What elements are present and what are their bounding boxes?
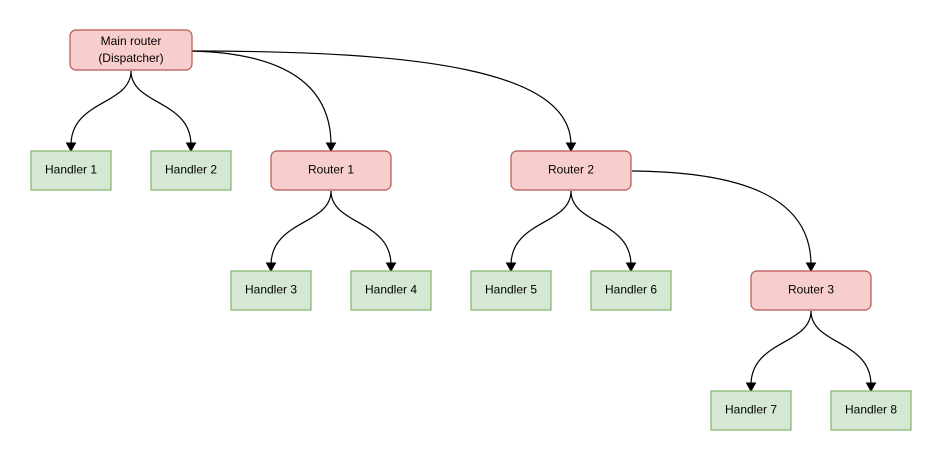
edge-line: [330, 190, 392, 266]
node-box[interactable]: [830, 390, 912, 431]
node-box[interactable]: [710, 390, 792, 431]
node-handler-6[interactable]: Handler 6: [590, 270, 672, 311]
edge-router-2-to-handler-6: [570, 190, 637, 273]
edge-main-to-handler-2: [130, 70, 197, 153]
edge-line: [510, 190, 572, 266]
edge-line: [191, 50, 572, 146]
edge-router-2-to-router-3: [631, 170, 817, 273]
edge-line: [191, 50, 332, 146]
edge-main-to-router-1: [191, 50, 337, 153]
edge-line: [270, 190, 332, 266]
node-router-1[interactable]: Router 1: [270, 150, 392, 191]
edge-main-to-router-2: [191, 50, 577, 153]
edge-router-3-to-handler-7: [745, 310, 812, 393]
edge-router-3-to-handler-8: [810, 310, 877, 393]
edge-line: [750, 310, 812, 386]
arrowhead-icon: [865, 382, 877, 393]
edge-line: [130, 70, 192, 146]
node-handler-5[interactable]: Handler 5: [470, 270, 552, 311]
node-box[interactable]: [590, 270, 672, 311]
node-handler-1[interactable]: Handler 1: [30, 150, 112, 191]
arrowhead-icon: [65, 142, 77, 153]
node-box[interactable]: [150, 150, 232, 191]
node-router-2[interactable]: Router 2: [510, 150, 632, 191]
node-box[interactable]: [470, 270, 552, 311]
edge-router-2-to-handler-5: [505, 190, 572, 273]
edge-main-to-handler-1: [65, 70, 132, 153]
node-handler-8[interactable]: Handler 8: [830, 390, 912, 431]
edge-router-1-to-handler-4: [330, 190, 397, 273]
edge-line: [631, 170, 812, 266]
node-handler-2[interactable]: Handler 2: [150, 150, 232, 191]
node-box[interactable]: [510, 150, 632, 191]
arrowhead-icon: [265, 262, 277, 273]
node-main-router[interactable]: Main router(Dispatcher): [69, 29, 193, 71]
node-box[interactable]: [350, 270, 432, 311]
edge-router-1-to-handler-3: [265, 190, 332, 273]
arrowhead-icon: [325, 142, 337, 153]
arrowhead-icon: [505, 262, 517, 273]
node-box[interactable]: [270, 150, 392, 191]
node-handler-3[interactable]: Handler 3: [230, 270, 312, 311]
node-box[interactable]: [69, 29, 193, 71]
edges-layer: [65, 50, 877, 393]
node-box[interactable]: [230, 270, 312, 311]
node-box[interactable]: [30, 150, 112, 191]
arrowhead-icon: [565, 142, 577, 153]
arrowhead-icon: [185, 142, 197, 153]
arrowhead-icon: [745, 382, 757, 393]
edge-line: [570, 190, 632, 266]
arrowhead-icon: [385, 262, 397, 273]
node-router-3[interactable]: Router 3: [750, 270, 872, 311]
arrowhead-icon: [805, 262, 817, 273]
nodes-layer: Main router(Dispatcher) Handler 1 Handler …: [30, 29, 912, 431]
edge-line: [810, 310, 872, 386]
node-box[interactable]: [750, 270, 872, 311]
node-handler-7[interactable]: Handler 7: [710, 390, 792, 431]
arrowhead-icon: [625, 262, 637, 273]
edge-line: [70, 70, 132, 146]
node-handler-4[interactable]: Handler 4: [350, 270, 432, 311]
